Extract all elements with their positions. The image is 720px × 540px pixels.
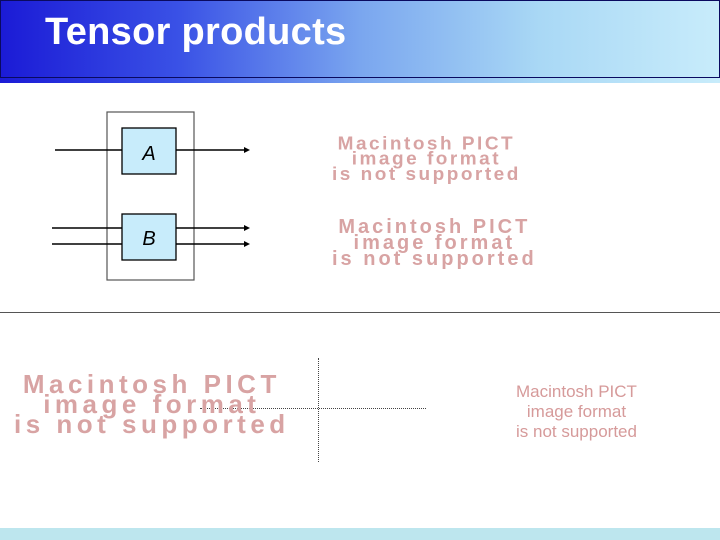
dotted-horizontal-guide [200,408,426,409]
gate-a [121,127,177,175]
slide-title: Tensor products [45,11,347,53]
placeholder-line: is not supported [332,248,537,270]
pict-placeholder-2: Macintosh PICT image format is not suppo… [332,216,537,270]
pict-placeholder-1: Macintosh PICT image format is not suppo… [332,134,521,185]
gate-b [121,213,177,261]
placeholder-line: Macintosh PICT [337,134,516,155]
placeholder-line: is not supported [332,164,521,185]
section-divider [0,312,720,313]
dotted-vertical-guide [318,358,319,462]
placeholder-line: image format [43,389,261,419]
wire-b2-arrow [244,241,250,247]
placeholder-line: Macintosh PICT [516,382,637,401]
title-underline [0,78,720,83]
wire-b1-arrow [244,225,250,231]
title-bar: Tensor products [0,0,720,78]
placeholder-line: image format [353,232,516,254]
pict-placeholder-3: Macintosh PICT image format is not suppo… [14,369,290,439]
circuit-diagram: A B [52,111,250,281]
footer-bar [0,528,720,540]
placeholder-line: is not supported [14,409,290,439]
placeholder-line: Macintosh PICT [338,216,531,238]
pict-placeholder-4: Macintosh PICT image format is not suppo… [516,382,637,442]
placeholder-line: image format [351,149,502,170]
placeholder-line: is not supported [516,422,637,441]
placeholder-line: Macintosh PICT [22,369,281,399]
placeholder-line: image format [526,402,627,421]
gate-b-label: B [142,228,155,250]
gate-a-label: A [141,143,155,165]
wire-a-arrow [244,147,250,153]
